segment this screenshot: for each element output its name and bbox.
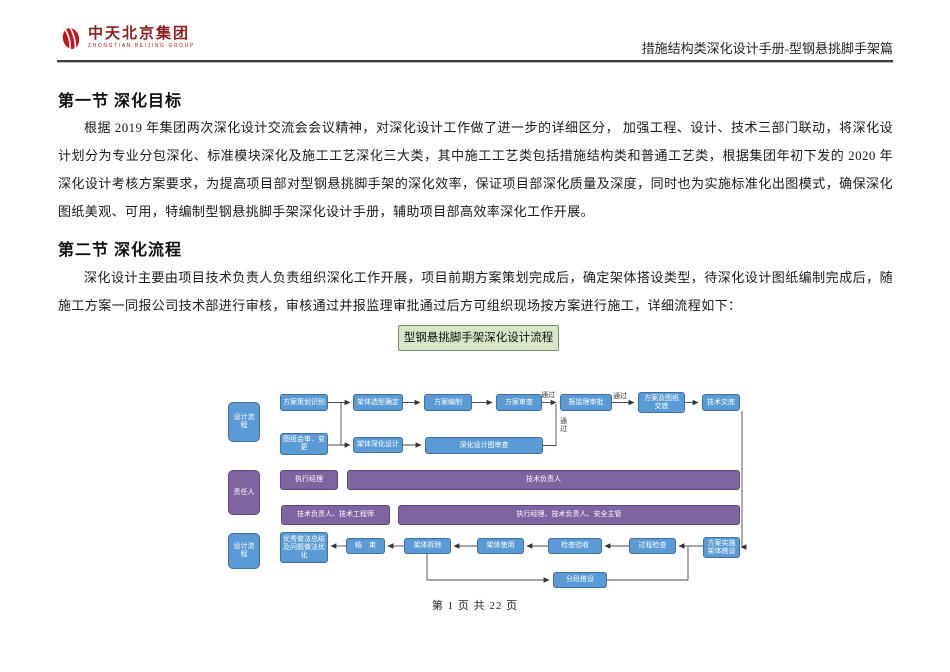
lane-responsible-person: 责任人: [228, 470, 260, 515]
logo-icon: [62, 26, 80, 50]
flow-node-drawing-review-change: 图纸会审、变更: [280, 433, 328, 455]
flowchart-title: 型钢悬挑脚手架深化设计流程: [398, 325, 559, 351]
header-doc-title: 措施结构类深化设计手册-型钢悬挑脚手架篇: [641, 41, 893, 56]
edge-label-pass-3: 通过: [560, 418, 567, 433]
flow-node-segment-erect: 分段搭设: [553, 572, 607, 588]
section-1-title: 第一节 深化目标: [58, 93, 183, 110]
page-number: 第 1 页 共 22 页: [431, 600, 519, 612]
flow-node-deepen-drawing-review: 深化设计图审查: [425, 437, 543, 454]
flow-node-plan-drawing-disclosure: 方案及图纸交底: [638, 392, 685, 413]
section-2-title: 第二节 深化流程: [58, 242, 183, 259]
edge-label-pass-1: 通过: [541, 392, 555, 399]
logo-brand-en: ZHONGTIAN BEIJING GROUP: [88, 43, 195, 49]
flowchart: 设计流程 责任人 设计流程 方案策划识别 架体选型确定 方案编制 方案审查 报监…: [0, 380, 950, 595]
section-2-paragraph: 深化设计主要由项目技术负责人负责组织深化工作开展，项目前期方案策划完成后，确定架…: [58, 270, 893, 313]
flow-node-tech-director: 技术负责人: [347, 470, 740, 490]
flow-node-plan-compile: 方案编制: [424, 394, 472, 411]
flow-node-exec-tech-safety: 执行经理、技术负责人、安全主管: [398, 505, 740, 525]
flow-node-plan-implement-erect: 方案实施架体搭设: [703, 537, 740, 558]
flow-node-best-practice-summary: 优秀做法总结及问题做法优化: [280, 532, 328, 563]
logo-brand-cn: 中天北京集团: [88, 25, 191, 42]
flow-node-tech-director-engineer: 技术负责人、技术工程师: [281, 505, 390, 525]
header-divider: [57, 60, 893, 63]
edge-label-pass-2: 通过: [613, 393, 627, 400]
flow-node-frame-dismantle: 架体拆除: [404, 538, 451, 554]
section-1-paragraph: 根据 2019 年集团两次深化设计交流会会议精神，对深化设计工作做了进一步的详细…: [58, 120, 893, 219]
logo-text: 中天北京集团 ZHONGTIAN BEIJING GROUP: [88, 25, 195, 49]
flow-node-tech-disclosure: 技术交底: [702, 394, 740, 411]
flow-node-plan-review: 方案审查: [496, 394, 542, 411]
lane-design-process-top: 设计流程: [228, 402, 260, 442]
lane-design-process-bottom: 设计流程: [228, 533, 260, 569]
flow-node-inspect-accept: 检查验收: [548, 538, 602, 554]
flowchart-connectors: [328, 399, 747, 583]
flow-node-supervisor-approve: 报监理审批: [560, 394, 612, 411]
flow-node-process-check: 过程检查: [629, 538, 676, 554]
flow-node-frame-type-confirm: 架体选型确定: [353, 394, 403, 411]
flow-node-exec-manager: 执行经理: [280, 470, 338, 490]
flow-node-frame-use: 架体使用: [477, 538, 524, 554]
company-logo: 中天北京集团 ZHONGTIAN BEIJING GROUP: [60, 25, 195, 52]
flow-node-frame-deepen-design: 架体深化设计: [353, 437, 403, 453]
flow-node-plan-identify: 方案策划识别: [280, 394, 328, 411]
flow-node-end: 结 束: [346, 538, 385, 554]
